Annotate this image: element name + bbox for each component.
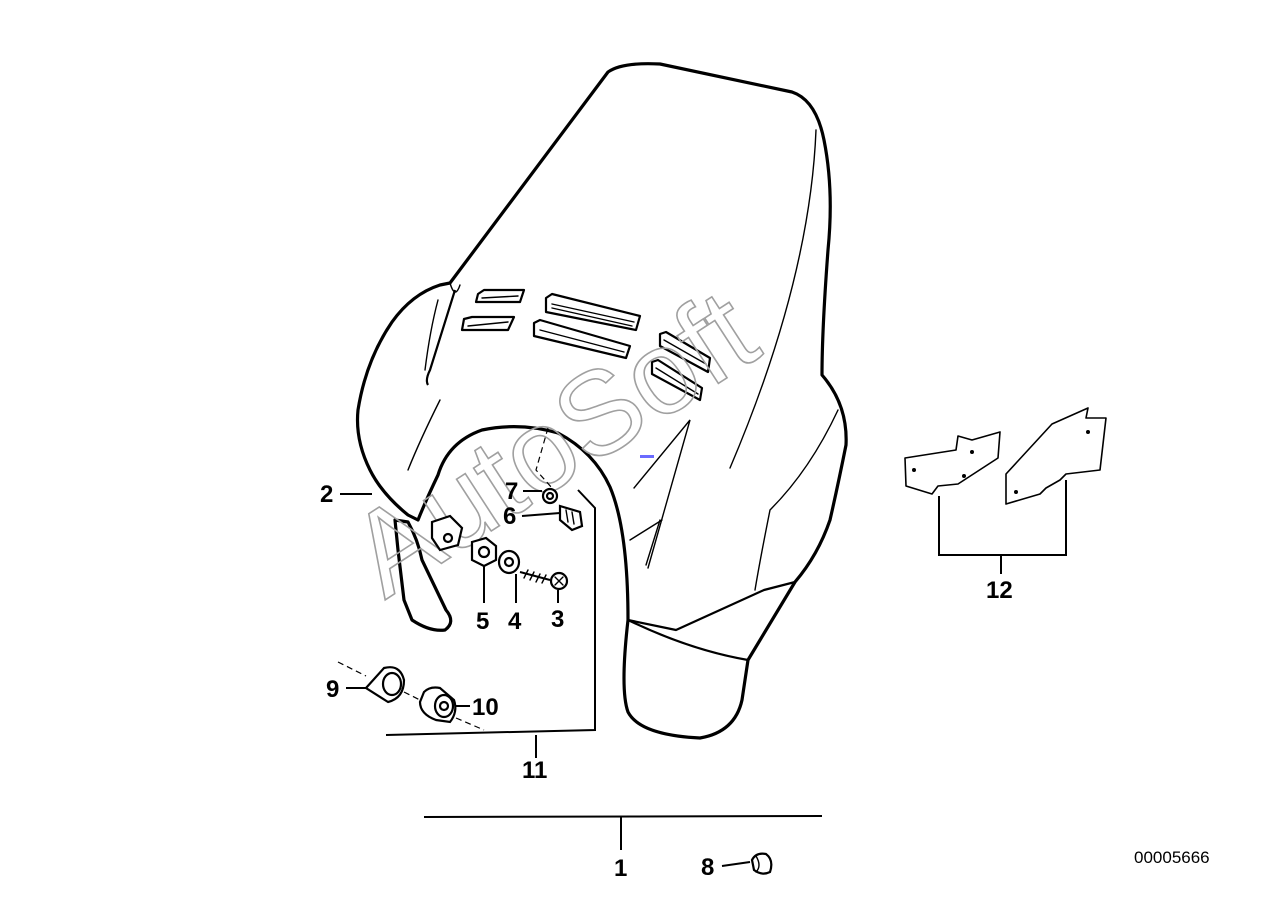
callout-8: 8 xyxy=(701,854,714,881)
callout-2: 2 xyxy=(320,481,333,508)
callout-7: 7 xyxy=(505,478,518,505)
callout-4: 4 xyxy=(508,608,522,635)
callout-10: 10 xyxy=(472,694,499,721)
grommet xyxy=(750,852,773,875)
stud xyxy=(558,504,584,532)
callout-6: 6 xyxy=(503,503,516,530)
leader-lines xyxy=(340,480,1067,867)
callout-5: 5 xyxy=(476,608,489,635)
bracket-right xyxy=(1005,407,1107,505)
callout-labels: 1 2 3 4 5 6 7 8 9 10 11 12 xyxy=(320,478,1013,882)
bracket-left xyxy=(904,431,1001,495)
callout-9: 9 xyxy=(326,676,339,703)
callout-3: 3 xyxy=(551,606,564,633)
fairing-drawing xyxy=(355,62,848,740)
bracket-set xyxy=(904,407,1107,505)
blue-marker xyxy=(640,455,654,458)
callout-12: 12 xyxy=(986,577,1013,604)
callout-1: 1 xyxy=(614,855,627,882)
hardware-parts xyxy=(337,427,773,875)
vent-slots xyxy=(460,288,712,402)
callout-11: 11 xyxy=(522,757,547,784)
reference-number: 00005666 xyxy=(1134,848,1210,867)
